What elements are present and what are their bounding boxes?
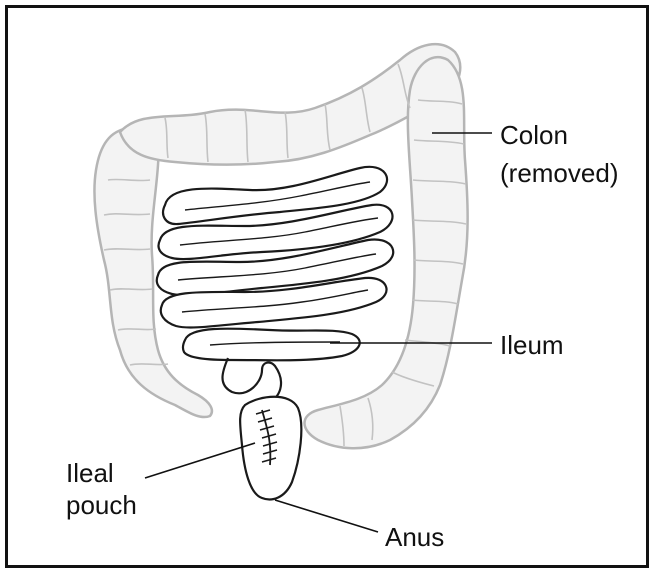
colon-removed-drawing — [93, 43, 469, 450]
intestine-loop-5 — [181, 327, 361, 362]
descending-colon — [303, 55, 469, 450]
colon-removed-label: (removed) — [500, 158, 619, 188]
ileal-label: Ileal — [66, 458, 114, 488]
pouch-leader-line — [144, 442, 256, 479]
intestine-loop-2 — [157, 203, 394, 261]
pouch-label: pouch — [66, 490, 137, 520]
ileal-pouch-drawing — [239, 395, 303, 501]
leader-lines — [144, 132, 492, 533]
intestine-loop-4 — [159, 276, 388, 329]
small-intestine-drawing — [155, 165, 395, 403]
terminal-ileum — [221, 357, 283, 403]
anus-label: Anus — [385, 522, 445, 552]
anus-leader-line — [274, 499, 379, 533]
ileum-label: Ileum — [500, 330, 564, 360]
ascending-colon — [93, 126, 214, 419]
intestine-loop-1 — [162, 165, 389, 226]
colon-label: Colon — [500, 120, 568, 150]
